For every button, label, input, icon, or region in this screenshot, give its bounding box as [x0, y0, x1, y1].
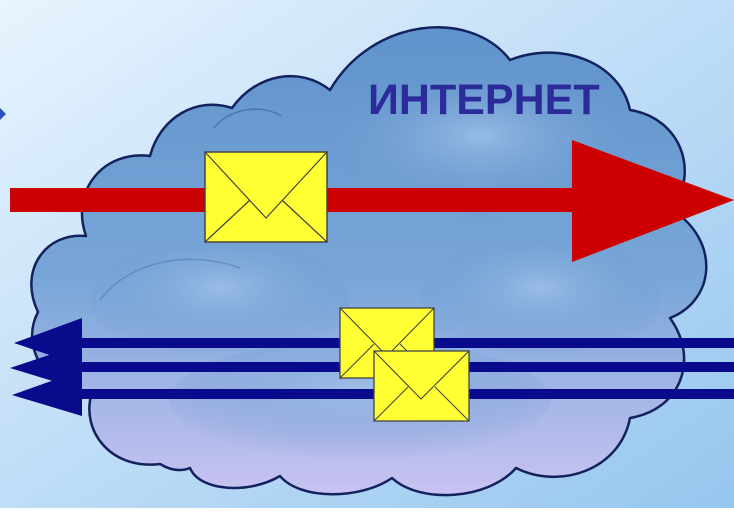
arrow-left-icon — [12, 370, 82, 416]
envelope-icon — [204, 151, 328, 243]
arrow-right-icon — [572, 140, 734, 262]
envelope-icon — [373, 350, 470, 422]
diagram-title: ИНТЕРНЕТ — [368, 76, 600, 124]
edge-chevron-icon — [0, 108, 6, 120]
